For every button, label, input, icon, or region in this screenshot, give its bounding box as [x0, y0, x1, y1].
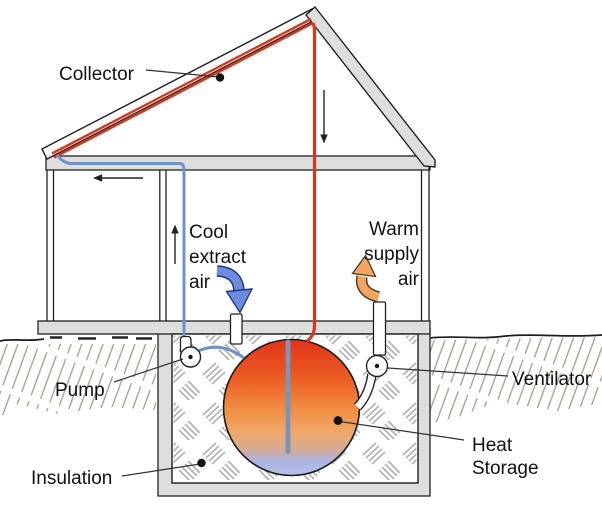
- attic-flow-arrowhead: [93, 174, 102, 182]
- soil-left: [0, 344, 156, 417]
- cold-pipe-to-storage: [195, 345, 245, 360]
- collector-anchor-dot: [215, 73, 225, 82]
- soil-right: [430, 337, 602, 424]
- flow-arrows: [93, 90, 381, 314]
- hot-down-arrowhead: [320, 134, 328, 144]
- collector-label: Collector: [59, 64, 135, 85]
- roof-right-band: [305, 5, 436, 168]
- pump-center-dot: [188, 354, 193, 360]
- cool-air-arrow-body: [216, 266, 244, 292]
- cool-extract-air-label-line3: air: [189, 272, 211, 293]
- cool-extract-air-label-line2: extract: [189, 247, 247, 268]
- pump-leader: [113, 358, 184, 383]
- cool-extract-air-label-line1: Cool: [189, 222, 228, 243]
- labels: Collector Cool extract air Warm supply a…: [31, 64, 592, 489]
- ventilator-label: Ventilator: [512, 369, 592, 390]
- heat-storage-label-line1: Heat: [472, 435, 513, 456]
- ground-line-right: [428, 334, 602, 339]
- left-wall: [46, 170, 55, 321]
- ground-line-left: [0, 338, 45, 342]
- cool-air-arrowhead: [225, 288, 254, 314]
- heat-storage-anchor-dot: [333, 416, 343, 425]
- warm-supply-air-label-line2: supply: [364, 244, 419, 265]
- warm-supply-air-label-line1: Warm: [369, 219, 419, 240]
- heat-storage-leader: [339, 420, 465, 441]
- ground: [0, 334, 602, 424]
- supply-air-duct: [372, 301, 387, 356]
- house: [41, 5, 436, 321]
- collector-leader: [145, 69, 220, 78]
- collector-pipe-lower: [53, 21, 314, 159]
- ventilator-leader: [387, 367, 509, 377]
- ventilator-center-dot: [374, 363, 380, 369]
- equipment: [179, 301, 389, 411]
- interior-wall: [159, 170, 167, 321]
- hot-pipe-drop: [305, 22, 317, 343]
- warm-air-arrow-body: [357, 275, 380, 302]
- heat-storage-label-line2: Storage: [472, 458, 539, 479]
- collector-pipe-upper: [51, 17, 312, 155]
- extract-up-arrowhead: [171, 224, 179, 234]
- right-wall: [420, 157, 430, 321]
- heat-storage-sphere: [222, 338, 361, 477]
- insulation-leader: [121, 463, 201, 477]
- foundation-ticks: [50, 336, 152, 340]
- extract-air-duct: [229, 313, 243, 345]
- insulation-anchor-dot: [197, 458, 206, 468]
- insulation-label: Insulation: [31, 468, 112, 489]
- warm-supply-air-label-line3: air: [398, 269, 420, 290]
- leader-lines: [113, 69, 509, 477]
- warm-air-arrowhead: [351, 254, 377, 278]
- pump-label: Pump: [55, 380, 105, 401]
- ventilator-pipe: [354, 373, 376, 410]
